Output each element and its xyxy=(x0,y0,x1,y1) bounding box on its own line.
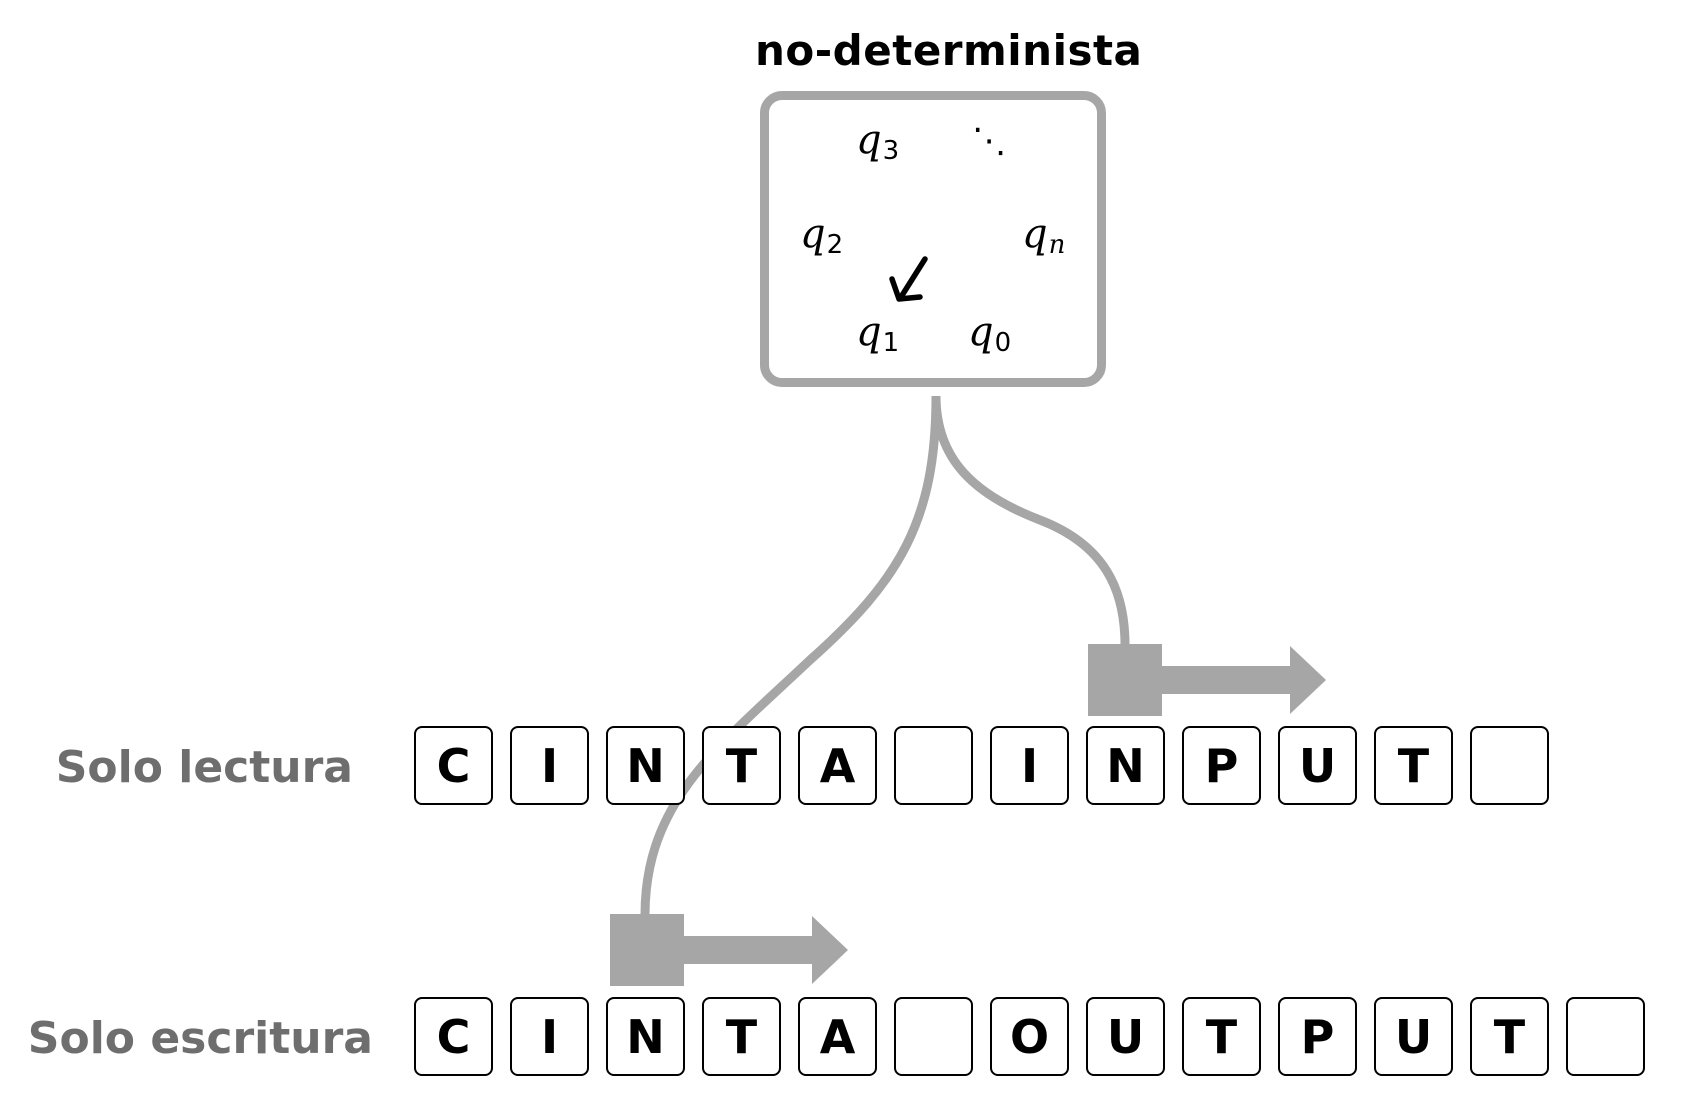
tape-cell: A xyxy=(798,726,877,805)
read-head xyxy=(1088,644,1162,716)
wire-to-write-head xyxy=(640,395,941,916)
ellipsis-icon: ⋱ xyxy=(972,121,1006,161)
tape-cell: U xyxy=(1086,997,1165,1076)
write-head-arrow-shaft xyxy=(682,936,814,964)
write-head-arrow-tip xyxy=(812,916,848,984)
state-qn: qn xyxy=(1022,211,1066,260)
tape-cell: U xyxy=(1278,726,1357,805)
tape-cell: C xyxy=(414,997,493,1076)
tape-cell: C xyxy=(414,726,493,805)
tape-cell: I xyxy=(510,726,589,805)
write-head xyxy=(610,914,684,986)
tape-cell xyxy=(894,997,973,1076)
read-tape-label: Solo lectura xyxy=(55,742,353,793)
tape-cell: N xyxy=(606,726,685,805)
tape-cell xyxy=(894,726,973,805)
control-title: no-determinista xyxy=(755,26,1143,75)
finite-control-box xyxy=(760,91,1106,387)
tape-cell: I xyxy=(510,997,589,1076)
tape-cell: P xyxy=(1278,997,1357,1076)
tape-cell: O xyxy=(990,997,1069,1076)
wire-to-read-head xyxy=(931,395,1130,646)
tape-cell: P xyxy=(1182,726,1261,805)
state-q2: q2 xyxy=(800,211,844,260)
tape-cell: T xyxy=(702,997,781,1076)
tape-cell xyxy=(1470,726,1549,805)
tape-cell: T xyxy=(702,726,781,805)
tape-cell: N xyxy=(606,997,685,1076)
state-q1: q1 xyxy=(856,309,900,358)
tape-cell: N xyxy=(1086,726,1165,805)
state-q3: q3 xyxy=(856,117,900,166)
tape-cell: I xyxy=(990,726,1069,805)
tape-cell: U xyxy=(1374,997,1453,1076)
write-tape-label: Solo escritura xyxy=(27,1013,373,1064)
tape-cell: T xyxy=(1374,726,1453,805)
tape-cell xyxy=(1566,997,1645,1076)
check-arrow-icon xyxy=(889,256,928,302)
read-head-arrow-tip xyxy=(1290,646,1326,714)
tape-cell: T xyxy=(1182,997,1261,1076)
tape-cell: T xyxy=(1470,997,1549,1076)
tape-cell: A xyxy=(798,997,877,1076)
read-head-arrow-shaft xyxy=(1160,666,1292,694)
state-q0: q0 xyxy=(968,309,1012,358)
